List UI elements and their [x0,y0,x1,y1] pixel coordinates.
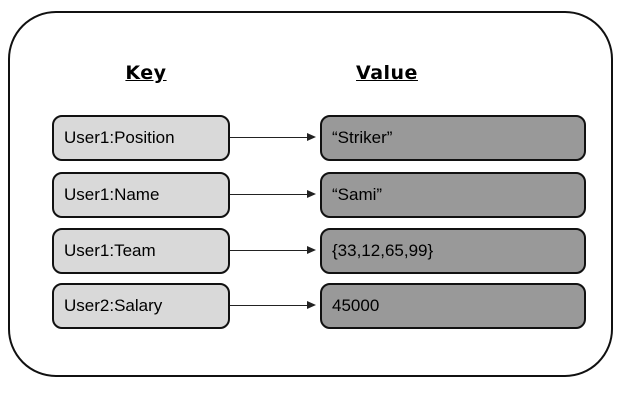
arrow-right-icon [230,246,316,255]
value-box: “Striker” [320,115,586,161]
value-column-header: Value [356,62,418,84]
key-column-header: Key [125,62,167,84]
key-box: User2:Salary [52,283,230,329]
arrow-right-icon [230,301,316,310]
key-box: User1:Team [52,228,230,274]
arrow-right-icon [230,190,316,199]
value-box: 45000 [320,283,586,329]
arrow-right-icon [230,133,316,142]
key-box: User1:Name [52,172,230,218]
value-box: {33,12,65,99} [320,228,586,274]
value-box: “Sami” [320,172,586,218]
diagram-container: Key Value User1:Position “Striker” User1… [8,11,613,377]
key-box: User1:Position [52,115,230,161]
